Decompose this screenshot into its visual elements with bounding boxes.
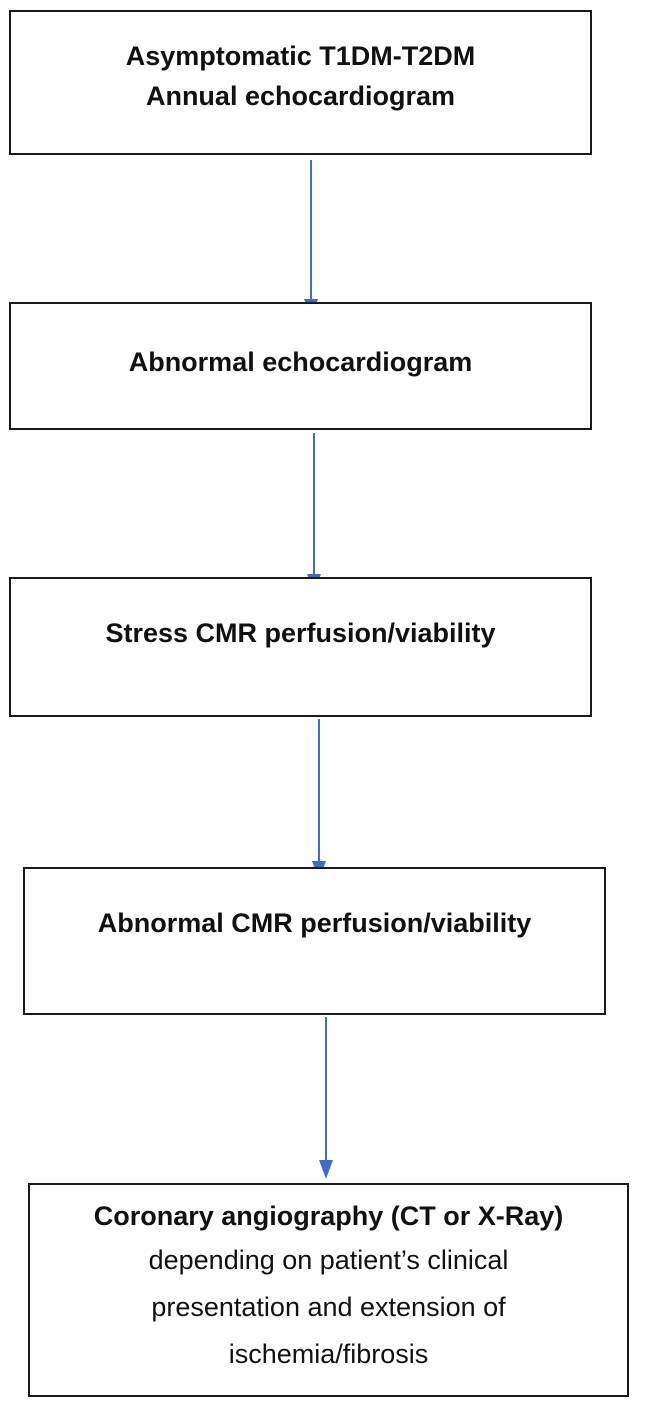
node-5-line-2: depending on patient’s clinical	[148, 1245, 509, 1275]
node-5-line-1: Coronary angiography (CT or X-Ray)	[93, 1201, 564, 1231]
arrow-4	[319, 1017, 333, 1179]
node-2-line-1: Abnormal echocardiogram	[128, 347, 473, 377]
node-3-line-1: Stress CMR perfusion/viability	[105, 618, 496, 648]
arrow-3	[312, 719, 326, 880]
node-asymptomatic-screening: Asymptomatic T1DM-T2DM Annual echocardio…	[9, 10, 592, 155]
node-5-line-3: presentation and extension of	[151, 1292, 506, 1322]
node-1-line-1: Asymptomatic T1DM-T2DM	[125, 41, 476, 71]
node-stress-cmr: Stress CMR perfusion/viability	[9, 577, 592, 717]
node-abnormal-cmr: Abnormal CMR perfusion/viability	[23, 867, 606, 1015]
node-coronary-angiography: Coronary angiography (CT or X-Ray) depen…	[28, 1183, 629, 1397]
arrow-2	[307, 433, 321, 593]
node-4-line-1: Abnormal CMR perfusion/viability	[97, 908, 532, 938]
node-1-line-2: Annual echocardiogram	[145, 81, 456, 111]
arrow-1	[304, 160, 318, 318]
node-5-line-4: ischemia/fibrosis	[228, 1339, 429, 1369]
node-abnormal-echocardiogram: Abnormal echocardiogram	[9, 302, 592, 430]
